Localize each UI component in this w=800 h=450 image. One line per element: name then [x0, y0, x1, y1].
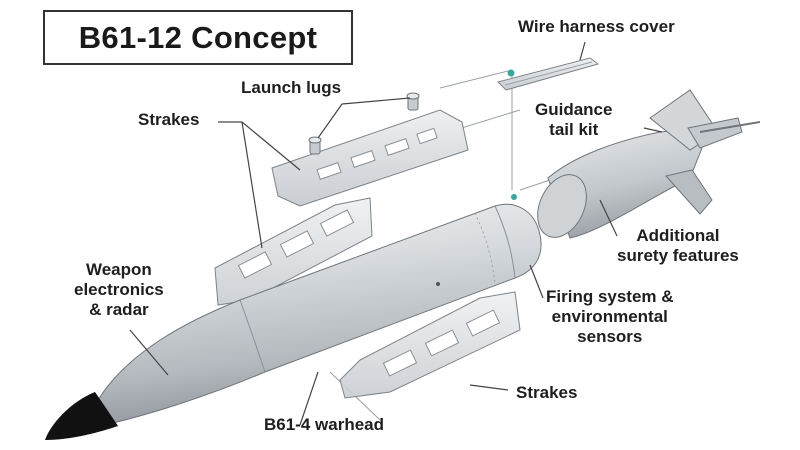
label-additional-surety-features: Additional surety features [617, 226, 739, 265]
leader-lines [129, 41, 663, 426]
launch-lug-rear [406, 92, 420, 111]
lower-strake-frame [339, 291, 521, 399]
label-guidance-tail-kit: Guidance tail kit [535, 100, 613, 139]
label-wire-harness-cover: Wire harness cover [518, 17, 675, 36]
weapon-body [94, 203, 542, 427]
label-launch-lugs: Launch lugs [241, 78, 342, 97]
label-b61-4-warhead: B61-4 warhead [264, 415, 384, 434]
diagram-title: B61-12 Concept [78, 19, 318, 55]
nose-cone [45, 392, 118, 440]
launch-lug-front [308, 136, 322, 155]
upper-left-strake-frame [214, 197, 373, 306]
label-strakes-bottom: Strakes [516, 383, 578, 402]
harness-connector [507, 69, 517, 200]
label-strakes-top: Strakes [138, 110, 200, 129]
wire-harness-cover [497, 57, 600, 91]
label-weapon-electronics-radar: Weapon electronics & radar [74, 260, 164, 319]
guidance-tail-kit [537, 89, 761, 239]
label-firing-system-sensors: Firing system & environmental sensors [546, 287, 674, 346]
top-strake-rail [271, 109, 469, 207]
title-box: B61-12 Concept [43, 10, 353, 65]
